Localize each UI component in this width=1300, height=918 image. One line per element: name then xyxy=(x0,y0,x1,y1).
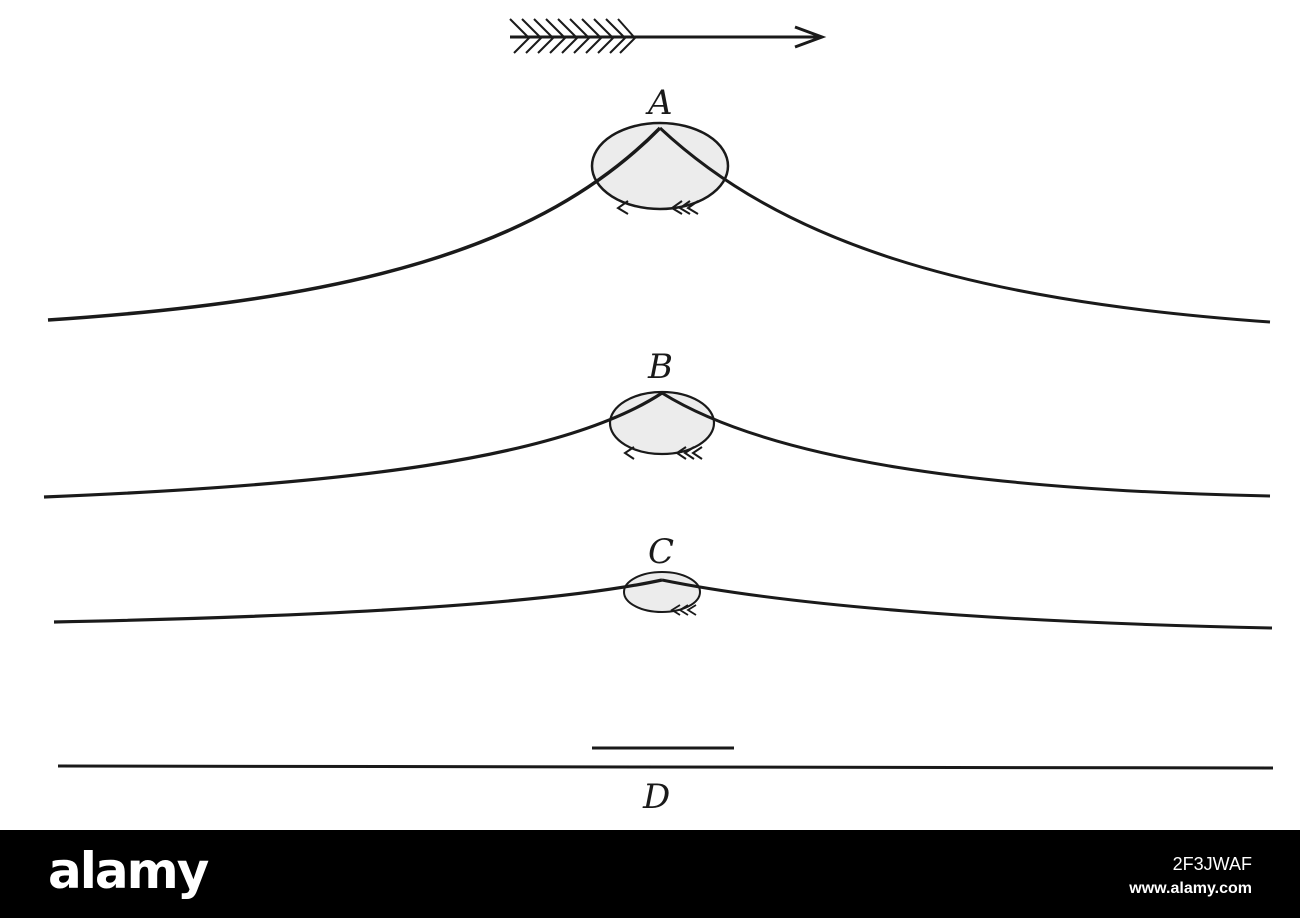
watermark-logo: alamy xyxy=(48,842,209,900)
label-b: B xyxy=(647,347,673,387)
case-b-curve-left xyxy=(43,391,663,499)
case-a-flow-arrows xyxy=(616,200,699,215)
case-a-curve-left xyxy=(47,126,662,322)
label-a: A xyxy=(645,83,673,123)
case-c-curve-right xyxy=(661,578,1273,630)
case-d-baseline xyxy=(57,764,1274,770)
arrow-fletching xyxy=(509,18,637,54)
case-b-curve-right xyxy=(661,391,1271,498)
case-a: A xyxy=(47,83,1271,324)
case-c-flow-arrows xyxy=(670,604,697,616)
case-c: C xyxy=(53,532,1273,630)
watermark-image-id: 2F3JWAF xyxy=(1172,854,1252,874)
case-b-bubble xyxy=(608,390,716,456)
watermark-bar: alamy 2F3JWAF www.alamy.com xyxy=(0,830,1300,918)
case-a-curve-right xyxy=(658,126,1271,324)
case-b: B xyxy=(43,347,1271,499)
case-b-flow-arrows xyxy=(623,446,703,460)
label-d: D xyxy=(642,777,670,817)
diagram-figure: A B C D xyxy=(43,18,1274,817)
direction-arrow xyxy=(509,18,827,54)
case-c-bubble xyxy=(623,571,701,613)
case-d: D xyxy=(57,746,1274,817)
label-c: C xyxy=(648,532,674,572)
case-a-bubble xyxy=(590,121,730,211)
case-c-curve-left xyxy=(53,578,663,624)
watermark-site: www.alamy.com xyxy=(1129,880,1252,897)
